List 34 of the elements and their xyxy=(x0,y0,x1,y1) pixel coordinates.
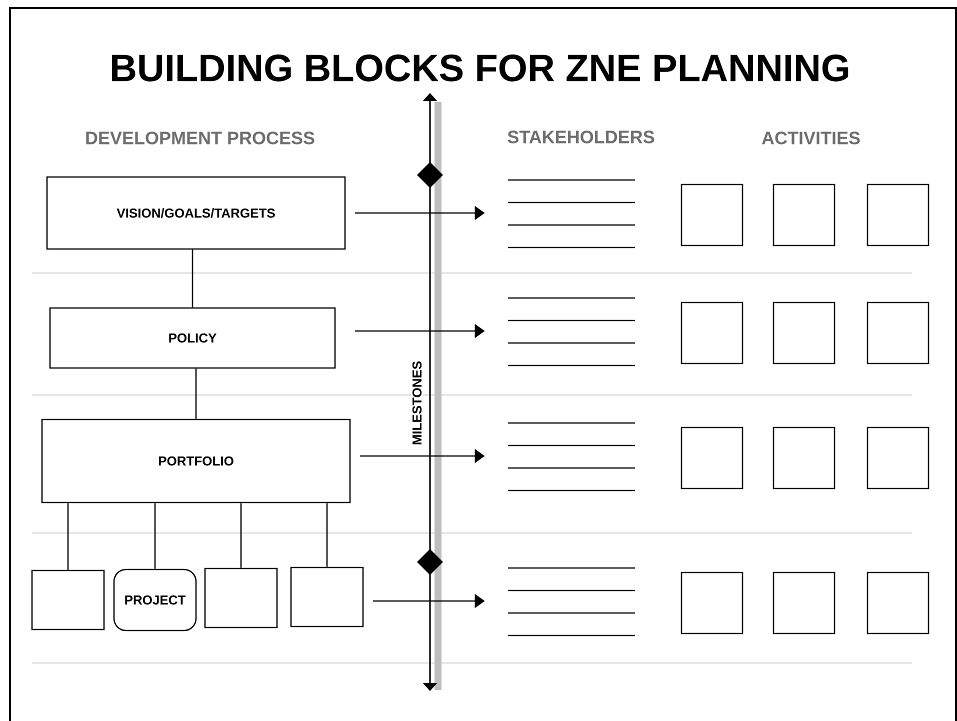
empty-box xyxy=(866,184,930,246)
stakeholder-lines xyxy=(508,567,635,636)
empty-box xyxy=(204,568,278,628)
empty-box xyxy=(680,184,744,246)
stakeholder-lines xyxy=(508,179,635,248)
empty-box xyxy=(680,302,744,364)
column-heading: ACTIVITIES xyxy=(762,132,860,144)
connector-line xyxy=(192,250,194,308)
column-heading: STAKEHOLDERS xyxy=(508,130,654,144)
stakeholder-lines xyxy=(508,297,635,366)
title: BUILDING BLOCKS FOR ZNE PLANNING xyxy=(112,54,848,82)
connector-line xyxy=(240,503,242,568)
connector-line xyxy=(195,368,197,419)
process-box: PORTFOLIO xyxy=(41,418,351,504)
empty-box xyxy=(772,184,836,246)
empty-box xyxy=(772,302,836,364)
connector-line xyxy=(154,503,156,569)
empty-box xyxy=(866,426,930,490)
connector-line xyxy=(326,503,328,567)
empty-box xyxy=(31,570,105,630)
process-box: VISION/GOALS/TARGETS xyxy=(46,176,346,250)
process-box: POLICY xyxy=(49,307,336,369)
connector-line xyxy=(67,503,69,570)
empty-box xyxy=(772,572,836,634)
empty-box xyxy=(680,572,744,634)
empty-box xyxy=(866,572,930,634)
empty-box xyxy=(680,426,744,490)
column-heading: DEVELOPMENT PROCESS xyxy=(86,132,314,144)
empty-box xyxy=(290,566,364,628)
project-box: PROJECT xyxy=(113,568,197,632)
axis-label: MILESTONES xyxy=(411,360,423,446)
empty-box xyxy=(772,426,836,490)
empty-box xyxy=(866,302,930,364)
stakeholder-lines xyxy=(508,422,635,492)
